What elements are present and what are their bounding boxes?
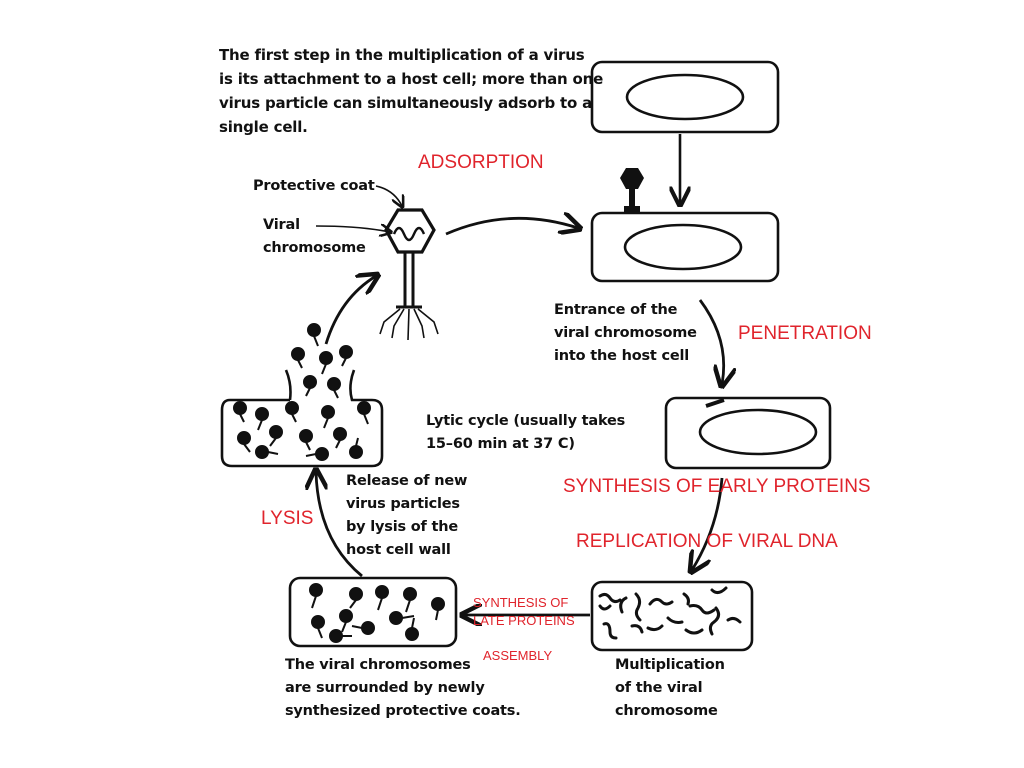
stage-synthesis-late: SYNTHESIS OF LATE PROTEINS [473, 594, 575, 630]
label-line: are surrounded by newly [285, 680, 485, 696]
label-release: Release of new virus particles by lysis … [346, 470, 467, 562]
label-line: Entrance of the [554, 302, 678, 318]
host-cell-lysing [220, 323, 384, 468]
label-surrounded: The viral chromosomes are surrounded by … [285, 654, 521, 723]
label-line: Multiplication [615, 657, 725, 673]
host-cell-penetrated [664, 396, 832, 470]
bacteriophage-icon [379, 208, 439, 341]
stage-adsorption: ADSORPTION [418, 152, 544, 173]
intro-line: virus particle can simultaneously adsorb… [219, 94, 593, 112]
label-multiplication: Multiplication of the viral chromosome [615, 654, 725, 723]
stage-line: SYNTHESIS OF [473, 595, 569, 610]
label-line: of the viral [615, 680, 703, 696]
arrow-adsorption [445, 218, 578, 234]
stage-penetration: PENETRATION [738, 323, 872, 344]
label-lytic-cycle: Lytic cycle (usually takes 15–60 min at … [426, 410, 625, 456]
stage-synthesis-early: SYNTHESIS OF EARLY PROTEINS [563, 476, 871, 497]
arrow-penetration [698, 299, 724, 384]
intro-line: The first step in the multiplication of … [219, 46, 585, 64]
label-line: Release of new [346, 473, 468, 489]
label-protective-coat: Protective coat [253, 178, 375, 194]
intro-text: The first step in the multiplication of … [219, 43, 603, 139]
arrow-replication [692, 477, 724, 570]
arrow-release [324, 276, 376, 345]
stage-replication: REPLICATION OF VIRAL DNA [576, 531, 838, 552]
host-cell-replicating [590, 580, 754, 652]
host-cell-adsorbed [590, 211, 780, 283]
pointer-viral-chromosome [315, 226, 390, 232]
label-line: synthesized protective coats. [285, 703, 521, 719]
label-line: viral chromosome [554, 325, 697, 341]
host-cell-assembled [288, 576, 458, 648]
pointer-protective-coat [375, 185, 402, 206]
stage-lysis: LYSIS [261, 508, 314, 529]
label-line: virus particles [346, 496, 460, 512]
label-line: into the host cell [554, 348, 690, 364]
label-line: chromosome [615, 703, 718, 719]
label-line: chromosome [263, 240, 366, 256]
arrow-lysis [316, 472, 363, 578]
label-line: 15–60 min at 37 C) [426, 436, 575, 452]
stage-assembly: ASSEMBLY [483, 648, 553, 663]
label-entrance: Entrance of the viral chromosome into th… [554, 299, 697, 368]
label-line: The viral chromosomes [285, 657, 471, 673]
intro-line: single cell. [219, 118, 308, 136]
stage-line: LATE PROTEINS [473, 613, 575, 628]
label-line: host cell wall [346, 542, 451, 558]
label-line: by lysis of the [346, 519, 458, 535]
label-viral-chromosome: Viral chromosome [263, 214, 366, 260]
host-cell-initial [590, 60, 780, 134]
label-line: Lytic cycle (usually takes [426, 413, 626, 429]
attached-phage-icon [620, 168, 644, 212]
intro-line: is its attachment to a host cell; more t… [219, 70, 604, 88]
label-line: Viral [263, 217, 300, 233]
